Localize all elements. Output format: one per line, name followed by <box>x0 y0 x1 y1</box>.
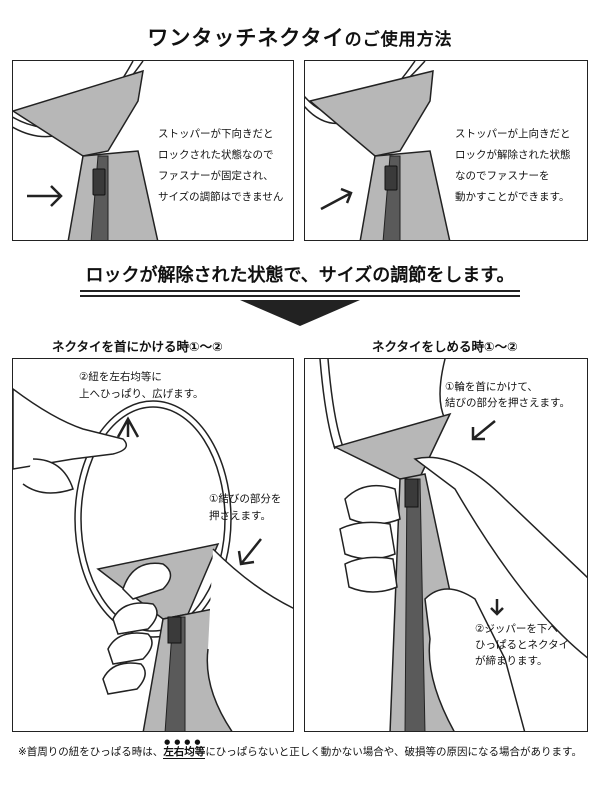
note-line: 動かすことができます。 <box>455 191 570 203</box>
note-line: なのでファスナーを <box>455 170 550 182</box>
panel-unlocked: ストッパーが上向きだと ロックが解除された状態 なのでファスナーを 動かすことが… <box>304 60 588 241</box>
panel-tighten: ①輪を首にかけて、 結びの部分を押さえます。 ②ジッパーを下へ ひっぱるとネクタ… <box>304 358 588 732</box>
footnote-emphasis: ●●●●左右均等 <box>163 739 206 759</box>
tighten-step1-note: ①輪を首にかけて、 結びの部分を押さえます。 <box>445 379 570 411</box>
tighten-step2-note: ②ジッパーを下へ ひっぱるとネクタイ が締まります。 <box>475 621 569 669</box>
footnote: ※首周りの紐をひっぱる時は、●●●●左右均等にひっぱらないと正しく動かない場合や… <box>18 739 582 759</box>
title-main: ワンタッチネクタイ <box>147 26 345 50</box>
emphasis-text: 左右均等 <box>163 746 206 758</box>
note-line: 上へひっぱり、広げます。 <box>79 388 204 400</box>
note-line: ストッパーが下向きだと <box>158 128 274 140</box>
unlocked-note: ストッパーが上向きだと ロックが解除された状態 なのでファスナーを 動かすことが… <box>455 124 571 208</box>
note-line: ②ジッパーを下へ <box>475 623 558 635</box>
emphasis-dots: ●●●● <box>164 738 205 746</box>
note-line: ファスナーが固定され、 <box>158 170 274 182</box>
note-line: ロックが解除された状態 <box>455 149 571 161</box>
heading-tighten: ネクタイをしめる時①～② <box>372 339 518 354</box>
note-line: ①結びの部分を <box>209 493 282 505</box>
note-line: サイズの調節はできません <box>158 191 284 203</box>
note-line: ②紐を左右均等に <box>79 371 162 383</box>
arrow-down-left-icon <box>471 420 496 441</box>
heading-wear: ネクタイを首にかける時①～② <box>52 339 223 354</box>
divider <box>80 295 520 297</box>
arrow-down-icon <box>490 599 504 616</box>
tie-unlocked-illustration <box>305 61 451 240</box>
note-line: が締まります。 <box>475 655 548 667</box>
locked-note: ストッパーが下向きだと ロックされた状態なので ファスナーが固定され、 サイズの… <box>158 124 283 208</box>
note-line: ロックされた状態なので <box>158 149 274 161</box>
footnote-suffix: にひっぱらないと正しく動かない場合や、破損等の原因になる場合があります。 <box>205 746 582 758</box>
arrow-up-right-icon <box>320 187 353 211</box>
down-arrow-icon <box>240 300 360 326</box>
tie-locked-illustration <box>13 61 159 240</box>
note-line: ストッパーが上向きだと <box>455 128 571 140</box>
note-line: 押さえます。 <box>209 510 271 522</box>
banner-heading: ロックが解除された状態で、サイズの調節をします。 <box>85 265 515 286</box>
arrow-down-left-icon <box>237 538 262 566</box>
hands-tighten-illustration <box>319 359 587 731</box>
wear-step2-note: ②紐を左右均等に 上へひっぱり、広げます。 <box>79 369 204 403</box>
note-line: ①輪を首にかけて、 <box>445 381 538 393</box>
divider <box>80 290 520 292</box>
note-line: ひっぱるとネクタイ <box>475 639 570 651</box>
panel-wear: ②紐を左右均等に 上へひっぱり、広げます。 ①結びの部分を 押さえます。 <box>12 358 294 732</box>
hands-wear-illustration <box>13 388 293 731</box>
title-suffix: のご使用方法 <box>344 30 453 50</box>
panel-locked: ストッパーが下向きだと ロックされた状態なので ファスナーが固定され、 サイズの… <box>12 60 294 241</box>
footnote-prefix: ※首周りの紐をひっぱる時は、 <box>18 746 164 758</box>
arrow-right-icon <box>27 185 63 207</box>
page-title: ワンタッチネクタイのご使用方法 <box>0 22 600 52</box>
arrow-up-icon <box>116 416 140 438</box>
note-line: 結びの部分を押さえます。 <box>445 397 570 409</box>
wear-step1-note: ①結びの部分を 押さえます。 <box>209 491 281 525</box>
